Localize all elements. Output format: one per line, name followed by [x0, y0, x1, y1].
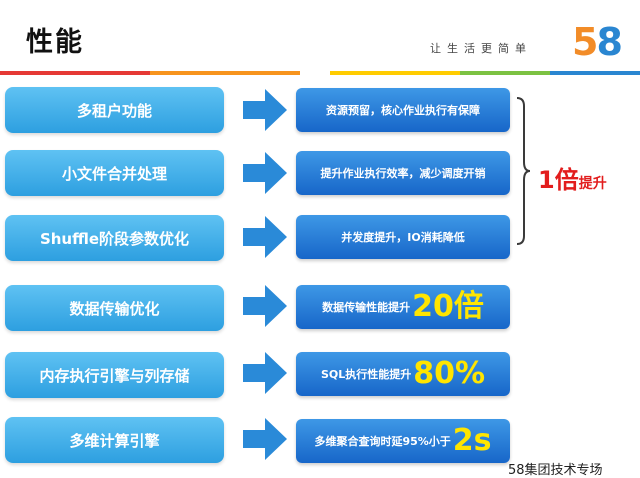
company-logo: 58: [572, 20, 623, 64]
summary-value: 1倍: [538, 166, 579, 194]
feature-shuffle-tuning: Shuffle阶段参数优化: [5, 215, 224, 261]
feature-memory-engine: 内存执行引擎与列存储: [5, 352, 224, 398]
feature-label: Shuffle阶段参数优化: [39, 229, 190, 248]
stripe-green: [460, 71, 550, 75]
logo-digit-5: 5: [572, 20, 598, 64]
result-highlight: 2s: [452, 423, 492, 458]
summary-improvement: 1倍提升: [538, 160, 607, 195]
feature-label: 内存执行引擎与列存储: [39, 366, 190, 385]
feature-label: 数据传输优化: [69, 299, 160, 318]
right-arrow-icon: [243, 285, 287, 327]
result-text: 提升作业执行效率，减少调度开销: [320, 167, 486, 180]
right-arrow-icon: [243, 152, 287, 194]
result-text: 数据传输性能提升: [322, 301, 411, 314]
result-text: 并发度提升，IO消耗降低: [341, 231, 465, 244]
logo-digit-8: 8: [596, 20, 622, 64]
right-arrow-icon: [243, 418, 287, 460]
feature-label: 多租户功能: [76, 101, 152, 120]
watermark: 58集团技术专场: [508, 463, 603, 478]
result-small-file-merge: 提升作业执行效率，减少调度开销: [296, 151, 510, 195]
feature-small-file-merge: 小文件合并处理: [5, 150, 224, 196]
result-text: SQL执行性能提升: [320, 368, 412, 381]
page-title: 性能: [26, 27, 84, 58]
right-arrow-icon: [243, 216, 287, 258]
stripe-orange: [150, 71, 300, 75]
right-arrow-icon: [243, 352, 287, 394]
feature-label: 小文件合并处理: [61, 164, 167, 183]
stripe-gap: [300, 71, 330, 75]
color-stripe: [0, 71, 640, 75]
result-shuffle-tuning: 并发度提升，IO消耗降低: [296, 215, 510, 259]
stripe-yellow: [330, 71, 460, 75]
slogan: 让生活更简单: [430, 42, 532, 55]
result-highlight: 20倍: [412, 289, 484, 324]
result-highlight: 80%: [413, 356, 486, 391]
result-text: 资源预留，核心作业执行有保障: [326, 104, 480, 117]
feature-label: 多维计算引擎: [69, 431, 160, 450]
result-multitenancy: 资源预留，核心作业执行有保障: [296, 88, 510, 132]
stripe-blue: [550, 71, 640, 75]
summary-label: 提升: [578, 176, 607, 192]
feature-olap-engine: 多维计算引擎: [5, 417, 224, 463]
result-text: 多维聚合查询时延95%小于: [314, 435, 451, 448]
right-arrow-icon: [243, 89, 287, 131]
feature-multitenancy: 多租户功能: [5, 87, 224, 133]
stripe-red: [0, 71, 150, 75]
feature-data-transfer: 数据传输优化: [5, 285, 224, 331]
right-brace-icon: [516, 97, 531, 245]
